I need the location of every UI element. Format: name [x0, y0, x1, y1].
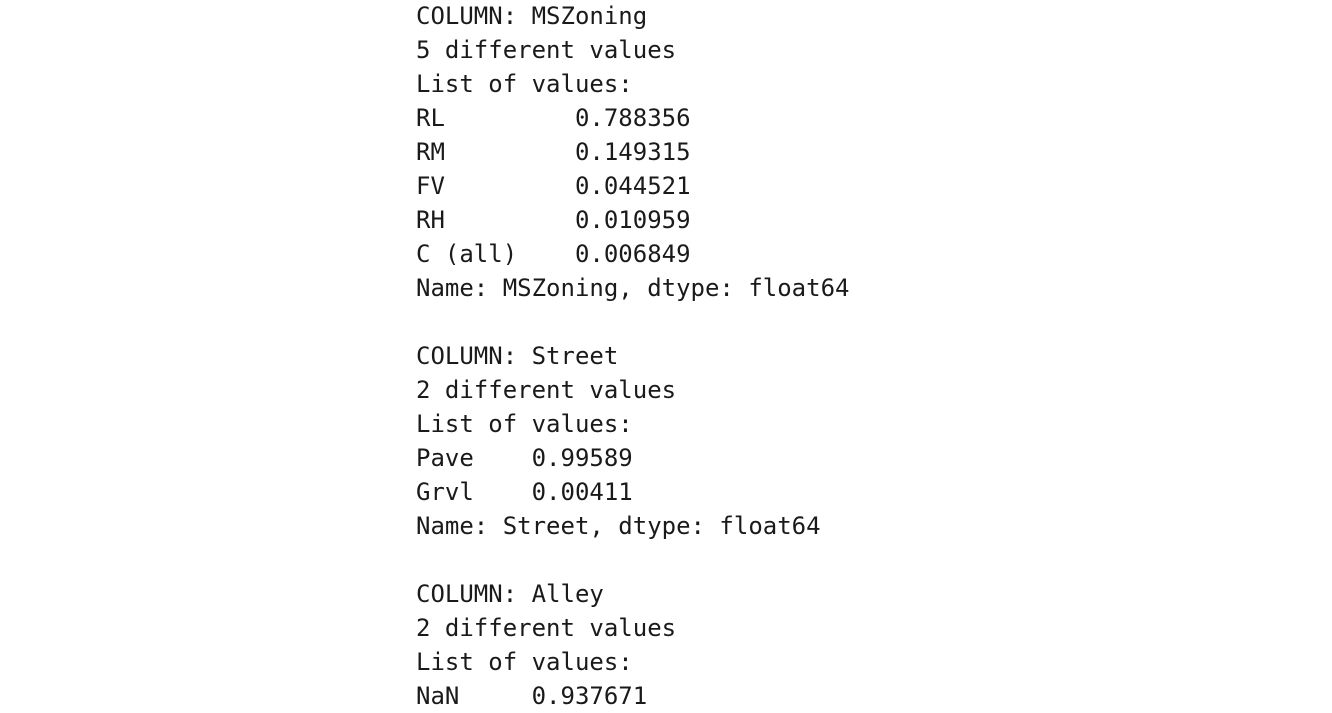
output-line: List of values:: [416, 410, 633, 438]
output-line: 2 different values: [416, 614, 677, 642]
output-line: List of values:: [416, 70, 633, 98]
output-line: C (all) 0.006849: [416, 240, 691, 268]
output-line: [416, 305, 849, 339]
output-line: List of values:: [416, 648, 633, 676]
output-line: RL 0.788356: [416, 104, 691, 132]
output-line: Pave 0.99589: [416, 444, 633, 472]
output-line: COLUMN: Alley: [416, 580, 604, 608]
output-line: Name: Street, dtype: float64: [416, 512, 821, 540]
output-line: 5 different values: [416, 36, 677, 64]
output-line: Name: MSZoning, dtype: float64: [416, 274, 850, 302]
output-line: FV 0.044521: [416, 172, 691, 200]
output-line: COLUMN: Street: [416, 342, 619, 370]
output-line: [416, 543, 849, 577]
output-line: RH 0.010959: [416, 206, 691, 234]
output-line: RM 0.149315: [416, 138, 691, 166]
output-line: NaN 0.937671: [416, 682, 648, 710]
output-line: 2 different values: [416, 376, 677, 404]
output-line: Grvl 0.00411: [416, 478, 633, 506]
output-line: COLUMN: MSZoning: [416, 2, 648, 30]
